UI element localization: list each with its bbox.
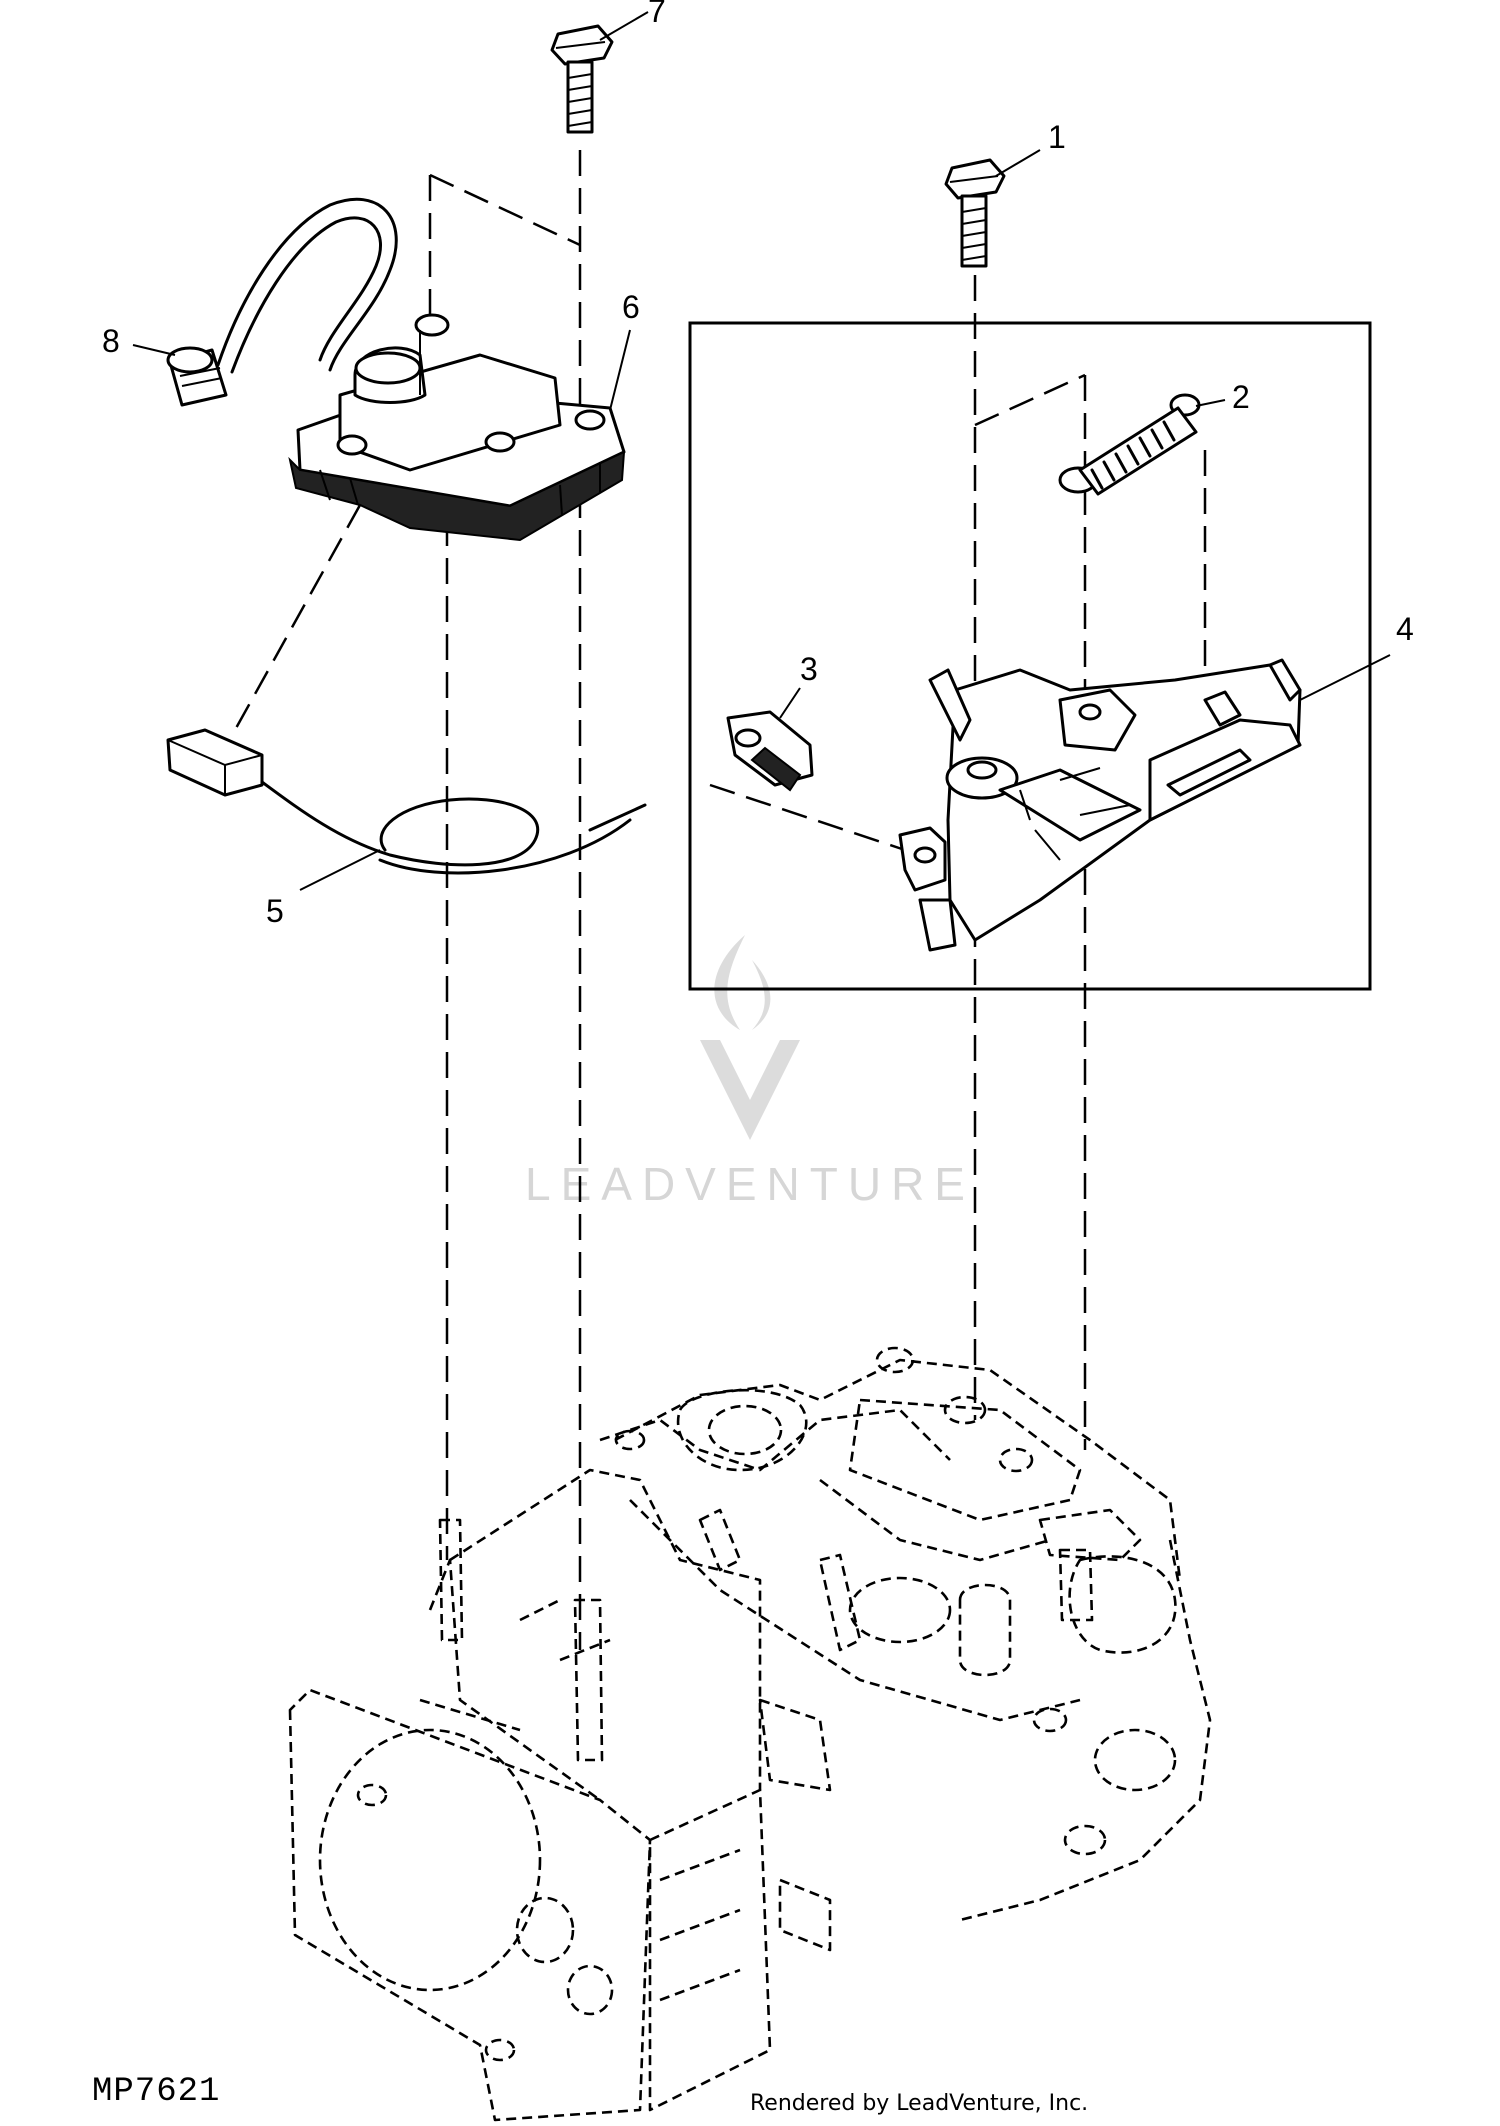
- bolt-part-7: [550, 24, 614, 134]
- watermark-text: LEADVENTURE: [525, 1158, 975, 1210]
- figure-code: MP7621: [92, 2073, 220, 2111]
- inset-box: [688, 321, 1372, 991]
- spark-plug-cap-part-8: [166, 346, 228, 407]
- governor-bracket-part-4: [898, 658, 1302, 952]
- leadventure-logo-icon: [700, 935, 800, 1140]
- callout-2: 2: [1232, 379, 1250, 415]
- spring-part-2: [1058, 393, 1201, 496]
- ignition-coil-part-6: [166, 197, 626, 542]
- leader-lines: [132, 11, 1391, 891]
- callout-7: 7: [648, 0, 666, 29]
- bracket-part-3: [726, 710, 814, 792]
- callout-6: 6: [622, 289, 640, 325]
- ground-wire-part-5: [166, 728, 647, 875]
- callout-5: 5: [266, 893, 284, 929]
- callout-4: 4: [1396, 611, 1414, 647]
- callout-8: 8: [102, 323, 120, 359]
- callout-1: 1: [1048, 119, 1066, 155]
- engine-block-phantom: [288, 1346, 1212, 2122]
- bolt-part-1: [944, 158, 1006, 268]
- callout-labels: 1 2 3 4 5 6 7 8: [102, 0, 1414, 929]
- watermark: LEADVENTURE: [525, 935, 975, 1210]
- callout-3: 3: [800, 651, 818, 687]
- credit-line: Rendered by LeadVenture, Inc.: [750, 2091, 1088, 2116]
